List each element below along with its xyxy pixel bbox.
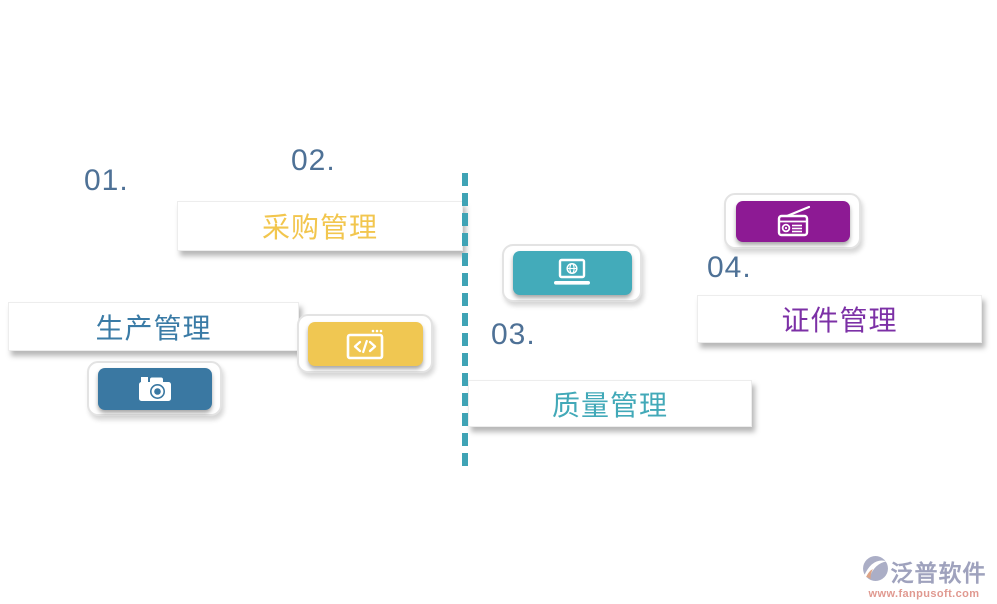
step-number-01: 01. [84, 164, 129, 197]
icon-plaque-production [87, 361, 222, 416]
step-number-02: 02. [291, 144, 336, 177]
camera-icon [97, 367, 212, 410]
step-number-04: 04. [707, 251, 752, 284]
radio-icon [735, 200, 850, 242]
card-certificate-management: 证件管理 [697, 295, 982, 343]
brand-row: 泛普软件 [862, 554, 987, 588]
card-quality-management: 质量管理 [468, 380, 752, 427]
laptop-globe-icon [512, 251, 632, 295]
icon-plaque-certificate [724, 193, 861, 249]
icon-plaque-procurement [297, 314, 433, 373]
dashed-divider [462, 173, 468, 473]
label-quality-management: 质量管理 [551, 389, 668, 421]
brand-logo-icon [862, 555, 889, 587]
watermark-logo: 泛普软件 www.fanpusoft.com [853, 554, 995, 600]
label-production-management: 生产管理 [95, 312, 212, 344]
brand-url: www.fanpusoft.com [868, 588, 980, 600]
label-certificate-management: 证件管理 [781, 305, 898, 336]
brand-name: 泛普软件 [890, 560, 987, 586]
icon-plaque-quality [502, 244, 642, 302]
code-window-icon [307, 321, 423, 366]
step-number-03: 03. [491, 318, 536, 351]
card-production-management: 生产管理 [8, 302, 299, 351]
card-procurement-management: 采购管理 [177, 201, 463, 251]
label-procurement-management: 采购管理 [261, 212, 378, 243]
